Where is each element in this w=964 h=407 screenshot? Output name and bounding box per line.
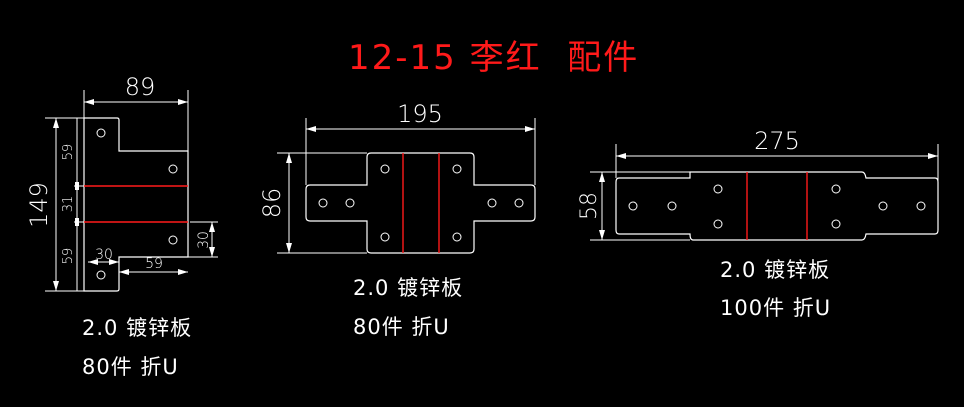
hole (168, 164, 178, 174)
dim-height: 58 (577, 192, 602, 220)
dim-height: 86 (258, 188, 286, 219)
part-3: 275 58 (577, 127, 939, 241)
dim-tab-width: 30 (95, 247, 113, 263)
hole (96, 270, 106, 280)
dim-notch-width: 59 (145, 256, 163, 272)
part-1-quantity: 80件 折U (82, 355, 179, 379)
part-2-outline (305, 152, 536, 254)
dim-width: 275 (754, 127, 800, 155)
holes (318, 164, 524, 242)
part-3-material: 2.0 镀锌板 (720, 258, 831, 282)
dim-width: 195 (397, 100, 443, 128)
hole (96, 128, 106, 138)
part-2-material: 2.0 镀锌板 (353, 276, 464, 300)
dim-tab-height: 30 (196, 231, 212, 249)
hole (168, 235, 178, 245)
dim-seg3: 59 (61, 248, 76, 265)
part-1-outline (83, 117, 189, 292)
dim-seg1: 59 (61, 144, 76, 161)
part-2: 195 86 (258, 100, 536, 254)
drawing-title: 12-15 李红 配件 (348, 38, 640, 78)
part-2-quantity: 80件 折U (353, 315, 450, 339)
holes (628, 184, 926, 229)
part-1: 89 149 59 31 59 30 30 59 (25, 73, 218, 292)
dim-seg2: 31 (61, 196, 76, 213)
part-1-material: 2.0 镀锌板 (82, 316, 193, 340)
part-3-quantity: 100件 折U (720, 296, 832, 320)
part-3-outline (615, 171, 939, 241)
dim-width: 89 (125, 73, 156, 101)
dim-height: 149 (25, 182, 53, 228)
